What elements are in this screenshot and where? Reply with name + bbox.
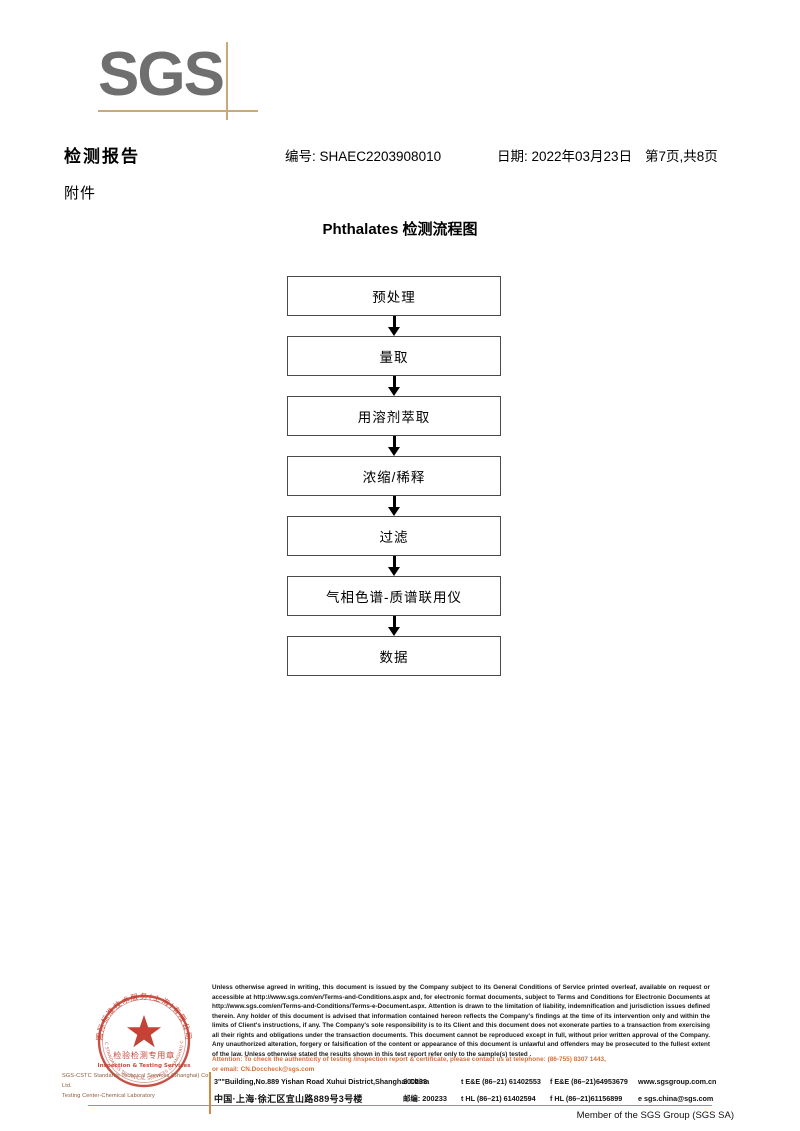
flow-step-4: 浓缩/稀释	[287, 456, 501, 496]
address-postcode-cn: 邮编: 200233	[403, 1094, 447, 1103]
address-street-cn: 中国·上海·徐汇区宜山路889号3号楼	[214, 1094, 363, 1104]
address-street-en: 3""Building,No.889 Yishan Road Xuhui Dis…	[214, 1077, 430, 1086]
arrow-shaft	[392, 496, 396, 509]
sgs-logo-text: SGS	[98, 40, 225, 109]
report-number: 编号: SHAEC2203908010	[285, 149, 442, 164]
seal-company-text: SGS-CSTC Standards Technical Services (S…	[62, 1072, 222, 1101]
flow-step-5: 过滤	[287, 516, 501, 556]
seal-company-line2: Testing Center-Chemical Laboratory	[62, 1092, 155, 1099]
arrow-head-icon	[388, 387, 400, 396]
svg-text:检验检测专用章: 检验检测专用章	[113, 1050, 175, 1060]
seal-graphic: 国际标准技术服务(上海)有限公司 SGS-CSTC STANDARDS TECH…	[88, 985, 192, 1088]
address-tel2-en: f E&E (86–21)64953679	[550, 1077, 628, 1086]
flowchart: 预处理 量取 用溶剂萃取 浓缩/稀释 过滤 气相色谱-质谱联用仪	[287, 276, 503, 676]
footer-address-block: 3""Building,No.889 Yishan Road Xuhui Dis…	[214, 1073, 717, 1107]
arrow-shaft	[392, 376, 396, 389]
address-tel1-cn: t HL (86–21) 61402594	[461, 1094, 536, 1103]
address-tel1-en: t E&E (86–21) 61402553	[461, 1077, 541, 1086]
sgs-logo: SGS	[98, 40, 258, 120]
flow-arrow-1	[287, 316, 501, 336]
arrow-head-icon	[388, 507, 400, 516]
seal-company-line1: SGS-CSTC Standards Technical Services (S…	[62, 1073, 212, 1089]
flow-arrow-6	[287, 616, 501, 636]
address-email-cn: e sgs.china@sgs.com	[638, 1094, 714, 1103]
flow-step-2: 量取	[287, 336, 501, 376]
arrow-shaft	[392, 316, 396, 329]
report-date: 日期: 2022年03月23日	[497, 149, 633, 164]
attention-line-2: or email: CN.Doccheck@sgs.com	[212, 1065, 315, 1073]
flow-step-7: 数据	[287, 636, 501, 676]
address-row-en: 3""Building,No.889 Yishan Road Xuhui Dis…	[214, 1073, 717, 1090]
flow-arrow-4	[287, 496, 501, 516]
inspection-seal: 国际标准技术服务(上海)有限公司 SGS-CSTC STANDARDS TECH…	[88, 985, 200, 1097]
address-postcode-en: 200233	[403, 1077, 427, 1086]
arrow-shaft	[392, 616, 396, 629]
report-header: 检测报告 编号: SHAEC2203908010 日期: 2022年03月23日…	[0, 142, 800, 168]
footer-horizontal-rule	[88, 1105, 712, 1107]
arrow-shaft	[392, 436, 396, 449]
arrow-shaft	[392, 556, 396, 569]
logo-horizontal-rule	[98, 110, 258, 112]
flowchart-title: Phthalates 检测流程图	[322, 221, 478, 238]
svg-text:Inspection & Testing Services: Inspection & Testing Services	[97, 1063, 191, 1069]
arrow-head-icon	[388, 327, 400, 336]
sgs-group-member-line: Member of the SGS Group (SGS SA)	[576, 1110, 734, 1121]
attention-notice: Attention: To check the authenticity of …	[212, 1055, 712, 1075]
page-indicator: 第7页,共8页	[645, 149, 718, 164]
arrow-head-icon	[388, 567, 400, 576]
address-tel2-cn: f HL (86–21)61156899	[550, 1094, 623, 1103]
legal-disclaimer: Unless otherwise agreed in writing, this…	[212, 984, 710, 1058]
address-row-cn: 中国·上海·徐汇区宜山路889号3号楼 邮编: 200233 t HL (86–…	[214, 1090, 714, 1107]
flow-arrow-5	[287, 556, 501, 576]
logo-vertical-rule	[226, 42, 228, 120]
flow-step-6: 气相色谱-质谱联用仪	[287, 576, 501, 616]
flow-step-3: 用溶剂萃取	[287, 396, 501, 436]
arrow-head-icon	[388, 627, 400, 636]
attachment-label: 附件	[64, 185, 97, 202]
arrow-head-icon	[388, 447, 400, 456]
page-title: 检测报告	[64, 147, 140, 166]
address-web-en: www.sgsgroup.com.cn	[638, 1077, 717, 1086]
footer-vertical-divider	[209, 1072, 211, 1114]
attention-line-1: Attention: To check the authenticity of …	[212, 1056, 606, 1063]
flow-arrow-2	[287, 376, 501, 396]
flow-step-1: 预处理	[287, 276, 501, 316]
flow-arrow-3	[287, 436, 501, 456]
